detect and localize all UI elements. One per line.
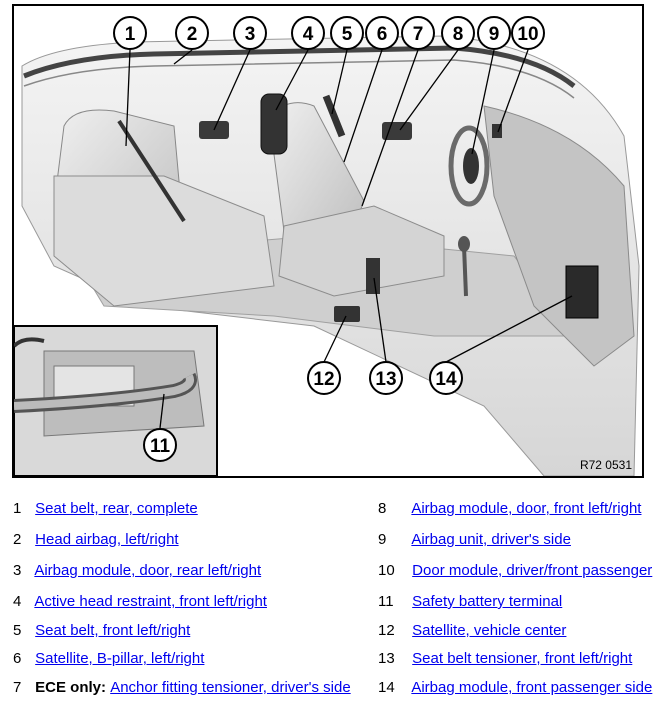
seat-belt-tensioner [366,258,380,294]
legend-item-9: 9 Airbag unit, driver's side [378,531,571,551]
legend-link-airbag-unit-driver[interactable]: Airbag unit, driver's side [411,531,571,548]
legend-number: 2 [13,531,22,548]
callout-13: 13 [369,361,403,395]
battery-terminal-inset [14,325,218,476]
callout-6: 6 [365,16,399,50]
legend-link-satellite-vehicle-center[interactable]: Satellite, vehicle center [412,622,567,639]
legend-number: 4 [13,593,22,610]
callout-5: 5 [330,16,364,50]
svg-text:1: 1 [125,24,136,45]
legend-item-6: 6 Satellite, B-pillar, left/right [13,650,204,670]
legend-link-head-airbag[interactable]: Head airbag, left/right [35,531,179,548]
steering-wheel [448,125,490,207]
callout-3: 3 [233,16,267,50]
legend-item-13: 13 Seat belt tensioner, front left/right [378,650,632,670]
legend-number: 13 [378,650,395,667]
leader-lines [125,49,573,429]
callout-10: 10 [511,16,545,50]
svg-text:5: 5 [342,24,353,45]
legend-link-anchor-fitting-tensioner[interactable]: Anchor fitting tensioner, driver's side [110,679,351,696]
center-satellite [334,306,360,322]
legend-number: 10 [378,562,395,579]
callout-4: 4 [291,16,325,50]
figure-code: R72 0531 [579,458,632,472]
legend-item-12: 12 Satellite, vehicle center [378,622,566,642]
head-airbag-strip [23,45,576,88]
legend-item-1: 1 Seat belt, rear, complete [13,500,198,520]
active-head-restraint [260,93,288,155]
callout-9: 9 [477,16,511,50]
vehicle-diagram: 1 2 3 4 5 6 7 8 9 10 11 12 13 14 R72 053… [12,4,644,478]
svg-text:11: 11 [150,436,171,457]
legend-item-7: 7 ECE only: Anchor fitting tensioner, dr… [13,679,351,699]
door-module [492,124,502,138]
legend-number: 11 [378,593,394,610]
vehicle-illustration: 1 2 3 4 5 6 7 8 9 10 11 12 13 14 [14,16,640,476]
legend-link-airbag-door-rear[interactable]: Airbag module, door, rear left/right [34,562,262,579]
svg-text:6: 6 [377,24,388,45]
svg-text:4: 4 [303,24,314,45]
legend-number: 7 [13,679,22,696]
legend-number: 6 [13,650,22,667]
legend-item-8: 8 Airbag module, door, front left/right [378,500,641,520]
callout-8: 8 [441,16,475,50]
svg-text:2: 2 [187,24,198,45]
legend-item-3: 3 Airbag module, door, rear left/right [13,562,261,582]
legend-prefix-ece: ECE only: [35,679,111,696]
legend-link-active-head-restraint[interactable]: Active head restraint, front left/right [34,593,267,610]
legend-number: 3 [13,562,22,579]
legend-link-seat-belt-tensioner[interactable]: Seat belt tensioner, front left/right [412,650,633,667]
legend-number: 14 [378,679,395,696]
svg-text:14: 14 [435,369,457,390]
callout-11: 11 [143,428,177,462]
legend-link-door-module[interactable]: Door module, driver/front passenger [412,562,653,579]
legend-number: 12 [378,622,395,639]
front-seat-cushion [278,205,445,297]
legend-number: 1 [13,500,22,517]
callout-markers: 1 2 3 4 5 6 7 8 9 10 11 12 13 14 [113,16,545,462]
callout-7: 7 [401,16,435,50]
callout-12: 12 [307,361,341,395]
legend-number: 9 [378,531,387,548]
legend-item-5: 5 Seat belt, front left/right [13,622,190,642]
legend-item-14: 14 Airbag module, front passenger side [378,679,652,699]
legend: 1 Seat belt, rear, complete 2 Head airba… [0,494,665,704]
svg-text:8: 8 [453,24,464,45]
callout-1: 1 [113,16,147,50]
legend-item-4: 4 Active head restraint, front left/righ… [13,593,267,613]
legend-link-safety-battery-terminal[interactable]: Safety battery terminal [412,593,563,610]
svg-text:13: 13 [375,369,396,390]
svg-text:9: 9 [489,24,500,45]
legend-number: 8 [378,500,387,517]
callout-2: 2 [175,16,209,50]
svg-text:10: 10 [517,24,538,45]
legend-number: 5 [13,622,22,639]
legend-link-seat-belt-front[interactable]: Seat belt, front left/right [35,622,191,639]
front-door-airbag [382,122,412,140]
legend-item-2: 2 Head airbag, left/right [13,531,179,551]
passenger-airbag-module [565,265,599,319]
legend-item-10: 10 Door module, driver/front passenger [378,562,652,582]
svg-text:3: 3 [245,24,256,45]
rear-seat-belt [117,119,186,223]
svg-text:12: 12 [313,369,334,390]
legend-link-airbag-passenger[interactable]: Airbag module, front passenger side [411,679,653,696]
legend-link-airbag-door-front[interactable]: Airbag module, door, front left/right [411,500,642,517]
front-seat-belt [322,94,346,138]
legend-link-seat-belt-rear[interactable]: Seat belt, rear, complete [35,500,198,517]
svg-text:7: 7 [413,24,424,45]
callout-14: 14 [429,361,463,395]
legend-item-11: 11 Safety battery terminal [378,593,562,613]
legend-link-satellite-b-pillar[interactable]: Satellite, B-pillar, left/right [35,650,205,667]
